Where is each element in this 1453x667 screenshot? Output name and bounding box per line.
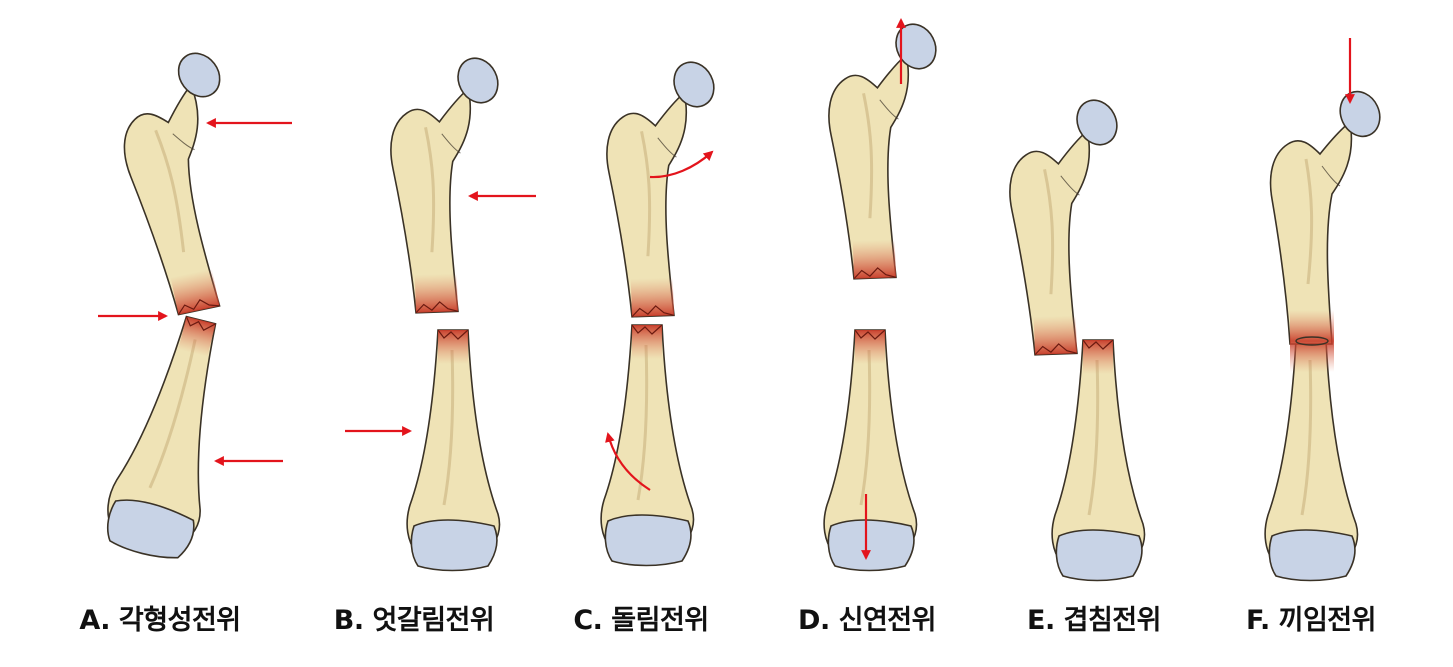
caption-c: C. 돌림전위 [573, 605, 709, 636]
panel-e-overriding [1005, 91, 1146, 582]
bone-distal-fragment [96, 307, 248, 567]
panel-b-translation [345, 49, 536, 572]
bone-distal-fragment [822, 328, 918, 572]
impaction-zone [1290, 310, 1334, 372]
caption-a: A. 각형성전위 [79, 605, 241, 636]
impaction-rim [1295, 336, 1329, 346]
panel-c-rotation [599, 53, 731, 567]
bone-distal-fragment [405, 328, 501, 572]
bone-distal-fragment [599, 323, 695, 567]
caption-d: D. 신연전위 [798, 605, 936, 636]
rotation-arrow-upper [649, 150, 714, 179]
panel-d-distraction [822, 15, 953, 572]
rotation-arrow-lower [605, 432, 651, 491]
caption-f: F. 끼임전위 [1246, 605, 1377, 636]
bone-proximal-fragment [1269, 83, 1389, 346]
caption-e: E. 겹침전위 [1027, 605, 1161, 636]
bone-proximal-fragment [1005, 91, 1134, 357]
bone-proximal-fragment [824, 15, 953, 281]
bone-proximal-fragment [602, 53, 731, 319]
bone-distal-fragment [1050, 338, 1146, 582]
bone-proximal-fragment [104, 39, 275, 321]
panel-a-angulation [96, 39, 292, 567]
bone-distal-fragment [1263, 338, 1359, 582]
panel-f-impaction [1263, 38, 1389, 582]
caption-b: B. 엇갈림전위 [333, 605, 495, 636]
bone-proximal-fragment [386, 49, 515, 315]
